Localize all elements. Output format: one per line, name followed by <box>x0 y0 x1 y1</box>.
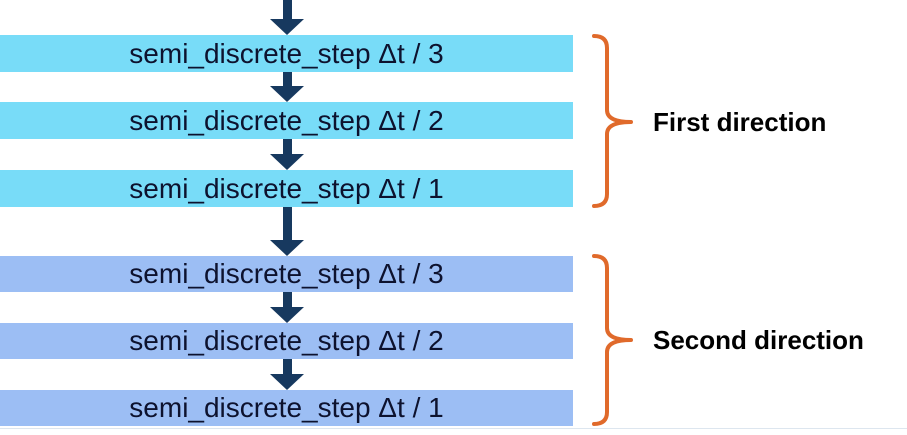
down-arrow-icon <box>270 359 304 390</box>
arrow-head <box>270 240 304 256</box>
down-arrow-icon <box>270 207 304 256</box>
arrow-stem <box>282 139 292 155</box>
bottom-rule <box>0 428 907 429</box>
curly-brace-first-direction <box>592 34 633 208</box>
step-bar-first-dt2: semi_discrete_step Δt / 2 <box>0 102 573 139</box>
step-bar-second-dt3: semi_discrete_step Δt / 3 <box>0 256 573 292</box>
down-arrow-icon <box>270 139 304 170</box>
arrow-stem <box>282 0 292 20</box>
arrow-head <box>270 154 304 170</box>
second-direction-label: Second direction <box>653 325 864 355</box>
arrow-head <box>270 307 304 323</box>
arrow-stem <box>282 207 292 241</box>
curly-brace-second-direction <box>592 254 633 426</box>
down-arrow-icon <box>270 0 304 35</box>
step-bar-second-dt2: semi_discrete_step Δt / 2 <box>0 323 573 359</box>
down-arrow-icon <box>270 72 304 102</box>
arrow-head <box>270 19 304 35</box>
arrow-stem <box>282 292 292 308</box>
step-bar-second-dt1: semi_discrete_step Δt / 1 <box>0 390 573 426</box>
arrow-stem <box>282 359 292 375</box>
step-bar-first-dt1: semi_discrete_step Δt / 1 <box>0 170 573 207</box>
arrow-stem <box>282 72 292 87</box>
arrow-head <box>270 86 304 102</box>
down-arrow-icon <box>270 292 304 323</box>
step-bar-first-dt3: semi_discrete_step Δt / 3 <box>0 35 573 72</box>
first-direction-label: First direction <box>653 107 827 137</box>
arrow-head <box>270 374 304 390</box>
